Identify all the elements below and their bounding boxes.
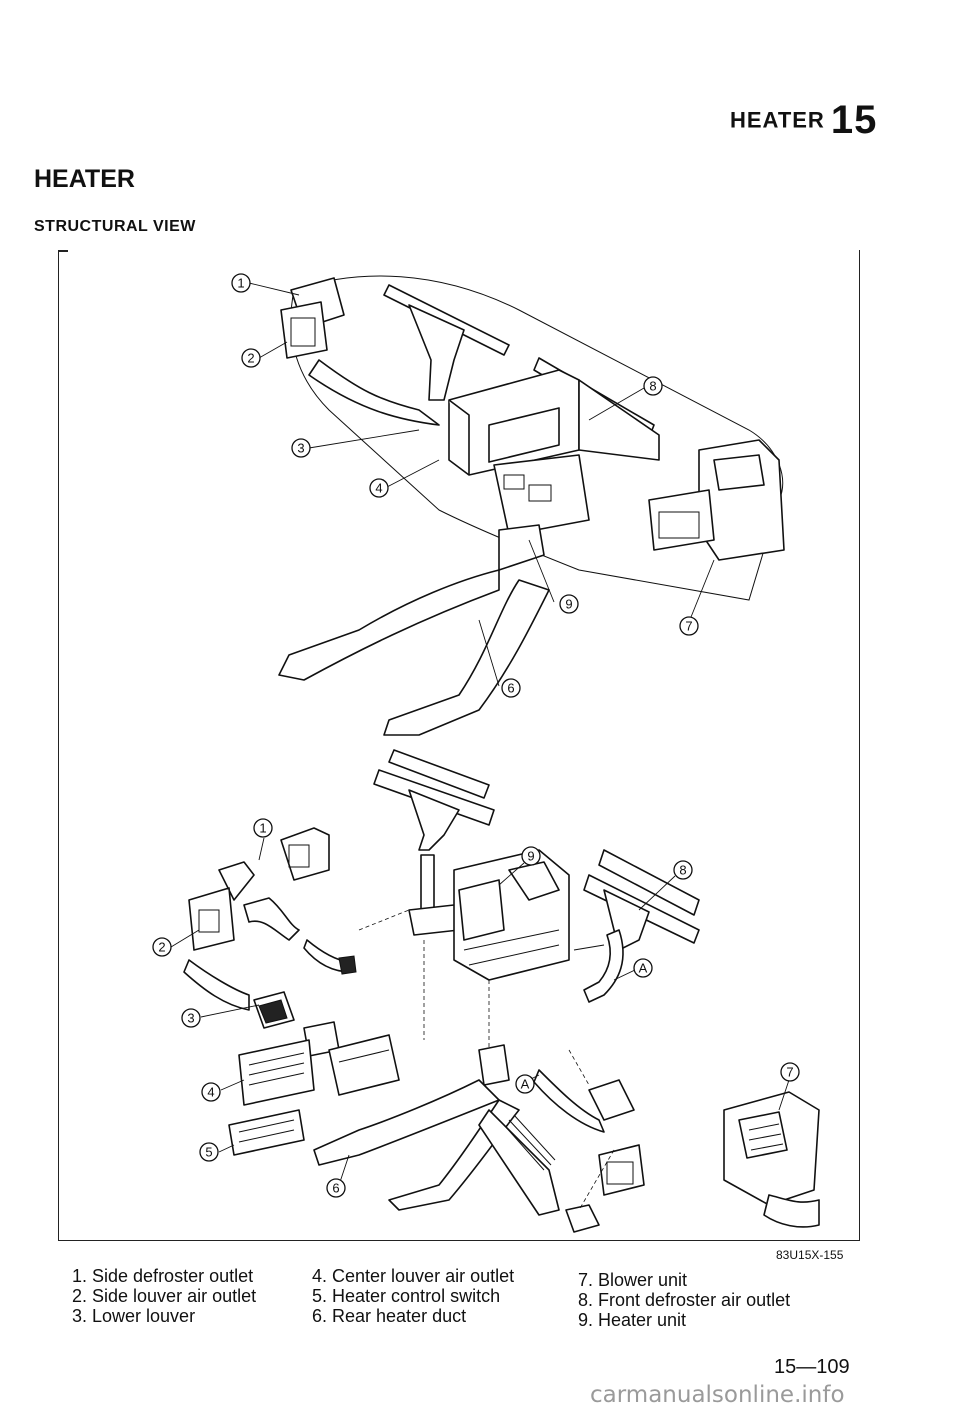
page-number: 15—109: [774, 1356, 850, 1378]
callout-3-exploded: 3: [181, 1008, 201, 1028]
svg-text:8: 8: [679, 863, 686, 878]
center-louver-exploded: [238, 1039, 315, 1106]
callout-a-exploded-lower: A: [515, 1074, 535, 1094]
page-title: HEATER: [34, 165, 135, 193]
legend-item-4: 4. Center louver air outlet: [312, 1266, 515, 1286]
svg-text:4: 4: [375, 481, 382, 496]
svg-text:6: 6: [332, 1181, 339, 1196]
callout-9-top: 9: [559, 594, 579, 614]
legend-item-6: 6. Rear heater duct: [312, 1306, 467, 1326]
svg-text:7: 7: [685, 619, 692, 634]
callout-7-exploded: 7: [780, 1062, 800, 1082]
legend-item-7: 7. Blower unit: [578, 1270, 688, 1290]
svg-text:8: 8: [649, 379, 656, 394]
svg-text:2: 2: [247, 351, 254, 366]
callout-1-top: 1: [231, 273, 251, 293]
leader-lines: [170, 282, 790, 1211]
legend-item-8: 8. Front defroster air outlet: [578, 1290, 791, 1310]
callout-3-top: 3: [291, 438, 311, 458]
callout-6-top: 6: [501, 678, 521, 698]
section-name: HEATER: [730, 107, 825, 133]
svg-text:7: 7: [786, 1065, 793, 1080]
callout-1-exploded: 1: [253, 818, 273, 838]
legend-item-3: 3. Lower louver: [72, 1306, 196, 1326]
svg-text:A: A: [521, 1077, 530, 1092]
callout-9-exploded: 9: [521, 846, 541, 866]
svg-text:A: A: [639, 961, 648, 976]
svg-text:1: 1: [259, 821, 266, 836]
legend-item-5: 5. Heater control switch: [312, 1286, 501, 1306]
legend-column-2: 4. Center louver air outlet 5. Heater co…: [312, 1266, 514, 1326]
side-defroster-assembly-top: [280, 277, 345, 359]
legend-column-3: 7. Blower unit 8. Front defroster air ou…: [578, 1270, 790, 1330]
side-outlet-parts-exploded: [188, 827, 357, 975]
callout-4-top: 4: [369, 478, 389, 498]
watermark: carmanualsonline.info: [590, 1382, 845, 1408]
rear-heater-duct-top: [278, 524, 550, 736]
svg-text:6: 6: [507, 681, 514, 696]
figure-code: 83U15X-155: [776, 1248, 844, 1262]
callout-5-exploded: 5: [199, 1142, 219, 1162]
center-ducts-top: [308, 359, 660, 476]
svg-text:3: 3: [297, 441, 304, 456]
blower-unit-exploded: [723, 1091, 820, 1228]
svg-text:9: 9: [565, 597, 572, 612]
structural-view-illustration: 1 2 3 4 8 9 7 6 1 9 8 2 A 3 7 4 A 5 6: [152, 273, 820, 1233]
heater-control-switch-exploded: [228, 1109, 305, 1156]
heater-unit-top: [493, 454, 590, 536]
callout-2-top: 2: [241, 348, 261, 368]
heater-unit-exploded: [453, 849, 605, 981]
svg-text:4: 4: [207, 1085, 214, 1100]
rear-heater-duct-exploded: [313, 1044, 560, 1216]
svg-text:3: 3: [187, 1011, 194, 1026]
svg-text:2: 2: [158, 940, 165, 955]
callout-6-exploded: 6: [326, 1178, 346, 1198]
callout-8-top: 8: [643, 376, 663, 396]
figure-frame: 1 2 3 4 8 9 7 6 1 9 8 2 A 3 7 4 A 5 6: [57, 250, 860, 1241]
legend-item-1: 1. Side defroster outlet: [72, 1266, 254, 1286]
legend-column-1: 1. Side defroster outlet 2. Side louver …: [72, 1266, 256, 1326]
callout-a-exploded-upper: A: [633, 958, 653, 978]
blower-unit-top: [648, 439, 785, 561]
callout-4-exploded: 4: [201, 1082, 221, 1102]
section-number: 15: [830, 98, 878, 142]
svg-text:1: 1: [237, 276, 244, 291]
section-subtitle: STRUCTURAL VIEW: [34, 218, 196, 235]
rear-box-exploded: [328, 1034, 400, 1096]
svg-text:5: 5: [205, 1145, 212, 1160]
callout-7-top: 7: [679, 616, 699, 636]
svg-text:9: 9: [527, 849, 534, 864]
legend-item-9: 9. Heater unit: [578, 1310, 687, 1330]
lower-louver-exploded: [183, 959, 340, 1057]
callout-8-exploded: 8: [673, 860, 693, 880]
center-duct-tube-exploded: [408, 854, 460, 936]
callout-2-exploded: 2: [152, 937, 172, 957]
legend-item-2: 2. Side louver air outlet: [72, 1286, 257, 1306]
